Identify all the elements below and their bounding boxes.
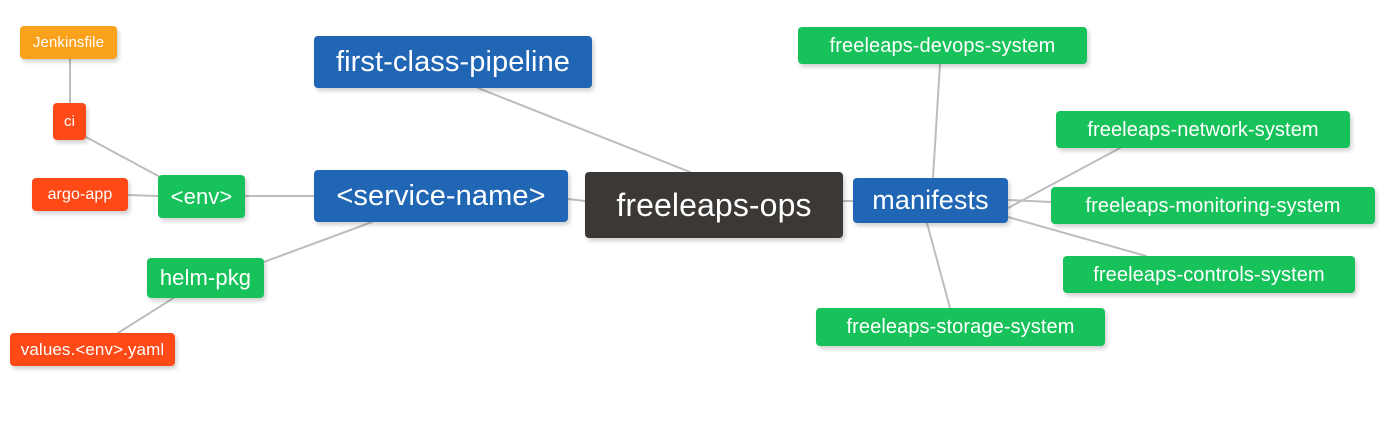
mindmap-node-storage-system[interactable]: freeleaps-storage-system — [816, 308, 1105, 346]
edge-argo-app-to-env — [127, 194, 159, 197]
node-label: first-class-pipeline — [335, 45, 571, 78]
mindmap-node-env[interactable]: <env> — [158, 175, 245, 218]
node-label: <service-name> — [336, 179, 546, 212]
edge-first-class-pipeline-to-freeleaps-ops — [477, 87, 691, 173]
edge-manifests-to-devops-system — [932, 63, 941, 179]
mindmap-node-values-env-yaml[interactable]: values.<env>.yaml — [10, 333, 175, 366]
edge-ci-to-env — [85, 136, 161, 178]
mindmap-node-argo-app[interactable]: argo-app — [32, 178, 128, 211]
edge-manifests-to-storage-system — [926, 222, 951, 309]
mindmap-node-ci[interactable]: ci — [53, 103, 86, 140]
node-label: freeleaps-network-system — [1087, 118, 1319, 141]
node-label: freeleaps-ops — [616, 187, 812, 223]
node-label: freeleaps-monitoring-system — [1085, 194, 1341, 217]
node-label: values.<env>.yaml — [20, 340, 165, 359]
edge-manifests-to-monitoring-system — [1007, 199, 1052, 203]
node-label: ci — [63, 113, 76, 130]
mindmap-node-service-name[interactable]: <service-name> — [314, 170, 568, 222]
edge-service-name-to-freeleaps-ops — [567, 198, 586, 202]
mindmap-node-controls-system[interactable]: freeleaps-controls-system — [1063, 256, 1355, 293]
node-label: freeleaps-storage-system — [846, 316, 1075, 338]
mindmap-node-jenkinsfile[interactable]: Jenkinsfile — [20, 26, 117, 59]
mindmap-node-first-class-pipeline[interactable]: first-class-pipeline — [314, 36, 592, 88]
mindmap-node-monitoring-system[interactable]: freeleaps-monitoring-system — [1051, 187, 1375, 224]
mindmap-node-network-system[interactable]: freeleaps-network-system — [1056, 111, 1350, 148]
node-label: manifests — [872, 185, 989, 215]
node-label: <env> — [170, 183, 233, 209]
edge-values-env-yaml-to-helm-pkg — [117, 296, 176, 334]
node-label: freeleaps-devops-system — [829, 34, 1056, 57]
mindmap-node-freeleaps-ops[interactable]: freeleaps-ops — [585, 172, 843, 238]
node-label: argo-app — [47, 185, 113, 203]
mindmap-node-manifests[interactable]: manifests — [853, 178, 1008, 223]
node-label: freeleaps-controls-system — [1093, 263, 1325, 286]
mindmap-node-helm-pkg[interactable]: helm-pkg — [147, 258, 264, 298]
node-label: Jenkinsfile — [32, 34, 105, 51]
edge-helm-pkg-to-service-name — [263, 221, 373, 263]
mindmap-node-devops-system[interactable]: freeleaps-devops-system — [798, 27, 1087, 64]
node-label: helm-pkg — [159, 265, 252, 290]
